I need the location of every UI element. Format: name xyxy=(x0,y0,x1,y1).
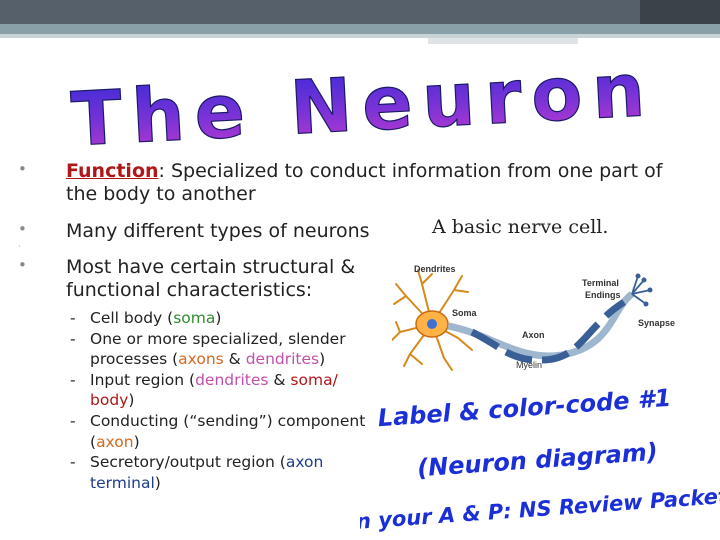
label-synapse: Synapse xyxy=(638,318,676,328)
callout-line-1: Label & color-code #1 xyxy=(377,388,672,432)
sub-bullet-list: - Cell body (soma) - One or more special… xyxy=(70,308,370,493)
slide-title: The Neuron xyxy=(69,58,658,148)
terminal-branches xyxy=(631,275,651,305)
label-dendrites: Dendrites xyxy=(414,264,456,274)
label-terminal: Terminal xyxy=(582,278,619,288)
neuron-figure: A basic nerve cell. xyxy=(392,214,675,374)
slide-title-text: The Neuron xyxy=(69,58,657,148)
label-axon: Axon xyxy=(522,330,545,340)
bullet-dot: • xyxy=(18,220,27,238)
label-soma: Soma xyxy=(452,308,477,318)
callout-line-2: (Neuron diagram) xyxy=(416,438,658,483)
top-stripe-notch xyxy=(428,38,578,44)
myelin-segments xyxy=(470,299,626,364)
sub-item-input-region: - Input region (dendrites & soma/ body) xyxy=(70,370,338,410)
label-myelin: Myelin xyxy=(516,360,543,370)
stray-mark: · xyxy=(18,242,21,251)
top-stripe-light xyxy=(0,34,720,38)
sub-item-processes: - One or more specialized, slender proce… xyxy=(70,329,346,369)
bullet-characteristics: • Most have certain structural & functio… xyxy=(18,256,356,302)
terminal-buttons xyxy=(635,273,653,307)
bullet-function: • Function: Specialized to conduct infor… xyxy=(18,160,663,206)
assignment-callout: Label & color-code #1 (Neuron diagram) o… xyxy=(360,388,720,535)
top-banner-corner xyxy=(640,0,720,24)
neuron-drawing xyxy=(392,269,653,371)
bullet-dot: • xyxy=(18,256,27,274)
sub-item-secretory: - Secretory/output region (axon terminal… xyxy=(70,453,324,492)
top-stripe xyxy=(0,24,720,34)
top-banner xyxy=(0,0,720,24)
sub-item-conducting: - Conducting (“sending”) component (axon… xyxy=(70,412,366,451)
sub-item-cell-body: - Cell body (soma) xyxy=(70,309,222,327)
keyword-function: Function xyxy=(66,160,159,182)
bullet-types: • Many different types of neurons xyxy=(18,220,370,242)
figure-title: A basic nerve cell. xyxy=(432,216,609,238)
axon-shape xyxy=(447,291,635,360)
nucleus-shape xyxy=(427,319,437,329)
bullet-dot: • xyxy=(18,160,27,178)
callout-line-3: on your A & P: NS Review Packet! xyxy=(360,483,720,535)
label-endings: Endings xyxy=(585,290,621,300)
